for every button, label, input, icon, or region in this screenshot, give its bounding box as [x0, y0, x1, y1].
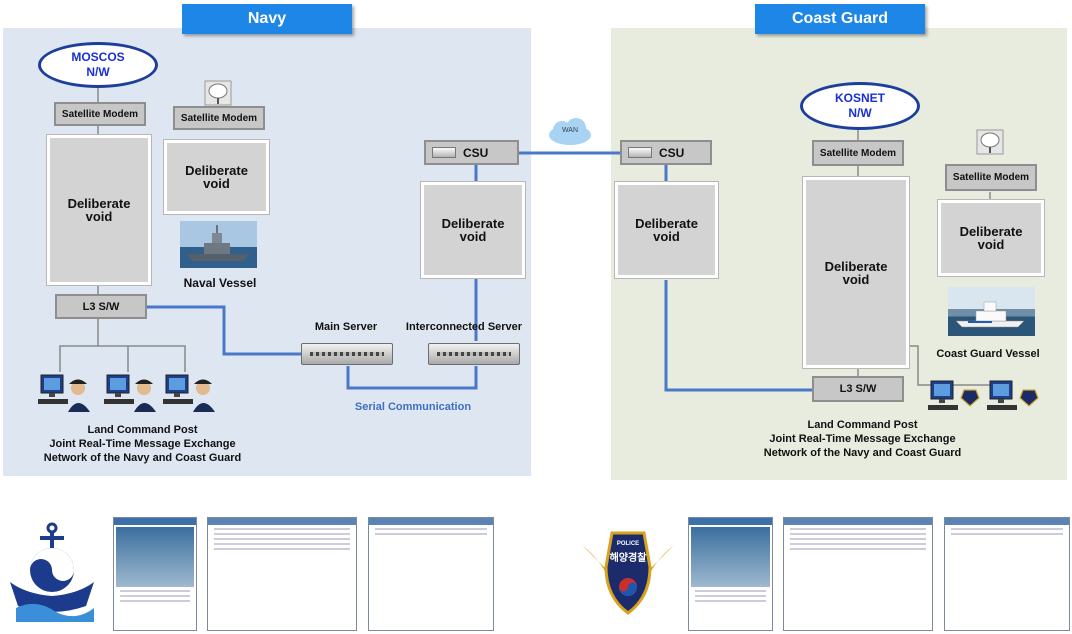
main-server-icon	[301, 343, 393, 365]
navy-sat-modem-2: Satellite Modem	[173, 106, 265, 130]
cg-csu: CSU	[620, 140, 712, 165]
coast-guard-vessel-label: Coast Guard Vessel	[936, 348, 1040, 360]
navy-void-1: Deliberate void	[47, 135, 151, 285]
navy-emblem-icon	[10, 522, 94, 622]
router-icon	[628, 147, 652, 158]
navy-land-post-label: Land Command Post Joint Real-Time Messag…	[43, 424, 242, 464]
police-emblem-main: 해양경찰	[609, 553, 647, 564]
satellite-dish-icon	[204, 80, 232, 106]
app-screenshot	[783, 517, 933, 631]
navy-csu: CSU	[424, 140, 519, 165]
app-screenshot	[207, 517, 357, 631]
satellite-dish-icon	[976, 129, 1004, 155]
gray-link	[59, 345, 186, 372]
cg-void-1: Deliberate void	[615, 182, 718, 278]
moscos-label: MOSCOS N/W	[71, 50, 125, 79]
void-label: Deliberate void	[824, 258, 888, 287]
workstation-icon	[928, 380, 980, 410]
gray-link	[910, 345, 940, 386]
wan-cloud-icon	[549, 118, 591, 145]
cg-sat-modem-2: Satellite Modem	[945, 164, 1037, 191]
app-screenshot	[368, 517, 494, 631]
cg-void-3: Deliberate void	[938, 200, 1044, 276]
serial-link	[346, 366, 478, 390]
workstation-icon	[38, 374, 90, 412]
main-server-label: Main Server	[314, 321, 378, 333]
csu-label: CSU	[659, 145, 685, 160]
void-label: Deliberate void	[441, 216, 505, 244]
police-emblem-top: POLICE	[616, 541, 640, 547]
kosnet-label: KOSNET N/W	[834, 91, 885, 120]
interconnected-server-label: Interconnected Server	[405, 321, 523, 333]
void-label: Deliberate void	[635, 216, 698, 244]
app-screenshot	[688, 517, 773, 631]
cg-land-post-label: Land Command Post Joint Real-Time Messag…	[763, 419, 962, 459]
navy-void-2: Deliberate void	[164, 140, 269, 214]
void-label: Deliberate void	[185, 163, 248, 191]
wan-label: WAN	[561, 127, 579, 134]
void-label: Deliberate void	[959, 224, 1023, 252]
interconnected-server-icon	[428, 343, 520, 365]
workstation-icon	[987, 380, 1039, 410]
navy-sat-modem-1: Satellite Modem	[54, 102, 146, 126]
coast-guard-title: Coast Guard	[755, 4, 925, 34]
kosnet-network: KOSNET N/W	[800, 82, 920, 130]
serial-communication-label: Serial Communication	[354, 401, 472, 413]
police-emblem-icon	[582, 531, 674, 615]
navy-l3-switch: L3 S/W	[55, 294, 147, 319]
naval-vessel-image	[180, 221, 257, 268]
void-label: Deliberate void	[67, 196, 131, 224]
blue-link	[146, 305, 302, 356]
blue-link	[664, 280, 812, 392]
workstation-icon	[104, 374, 156, 412]
naval-vessel-label: Naval Vessel	[183, 276, 257, 290]
app-screenshot	[113, 517, 197, 631]
csu-label: CSU	[463, 145, 489, 160]
coast-guard-vessel-image	[948, 287, 1035, 336]
app-screenshot	[944, 517, 1070, 631]
workstation-icon	[163, 374, 215, 412]
router-icon	[432, 147, 456, 158]
cg-sat-modem-1: Satellite Modem	[812, 140, 904, 166]
cg-void-2: Deliberate void	[803, 177, 909, 368]
cg-l3-switch: L3 S/W	[812, 376, 904, 402]
moscos-network: MOSCOS N/W	[38, 42, 158, 88]
navy-title: Navy	[182, 4, 352, 34]
center-void: Deliberate void	[421, 182, 525, 278]
